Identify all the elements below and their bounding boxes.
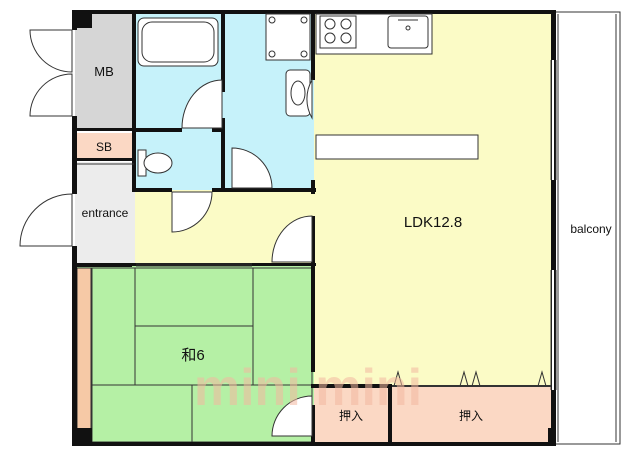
- washitsu-room: [75, 266, 314, 444]
- label-balcony: balcony: [570, 222, 611, 236]
- label-washitsu: 和6: [181, 347, 204, 364]
- ldk-area: [314, 12, 554, 386]
- kitchen-partition: [315, 134, 479, 160]
- bathtub: [137, 17, 219, 67]
- door-swings: [19, 29, 313, 437]
- washroom-fixtures: [265, 13, 311, 117]
- label-mb: MB: [94, 64, 114, 79]
- entrance-area: [75, 162, 135, 266]
- balcony-area: [553, 11, 621, 445]
- watermark: mini mini: [194, 359, 422, 417]
- walls: [72, 10, 556, 446]
- label-entrance: entrance: [82, 206, 129, 220]
- kitchen-counter: [315, 13, 433, 55]
- label-oshiire-small: 押入: [339, 409, 363, 423]
- oshiire-small-area: [314, 386, 390, 444]
- mb-room: [75, 12, 135, 130]
- sb-room: [75, 133, 135, 159]
- label-ldk: LDK12.8: [404, 214, 462, 231]
- toilet-bowl: [137, 149, 173, 177]
- label-sb: SB: [96, 140, 112, 154]
- label-oshiire-large: 押入: [459, 409, 483, 423]
- oshiire-large-area: [390, 386, 554, 444]
